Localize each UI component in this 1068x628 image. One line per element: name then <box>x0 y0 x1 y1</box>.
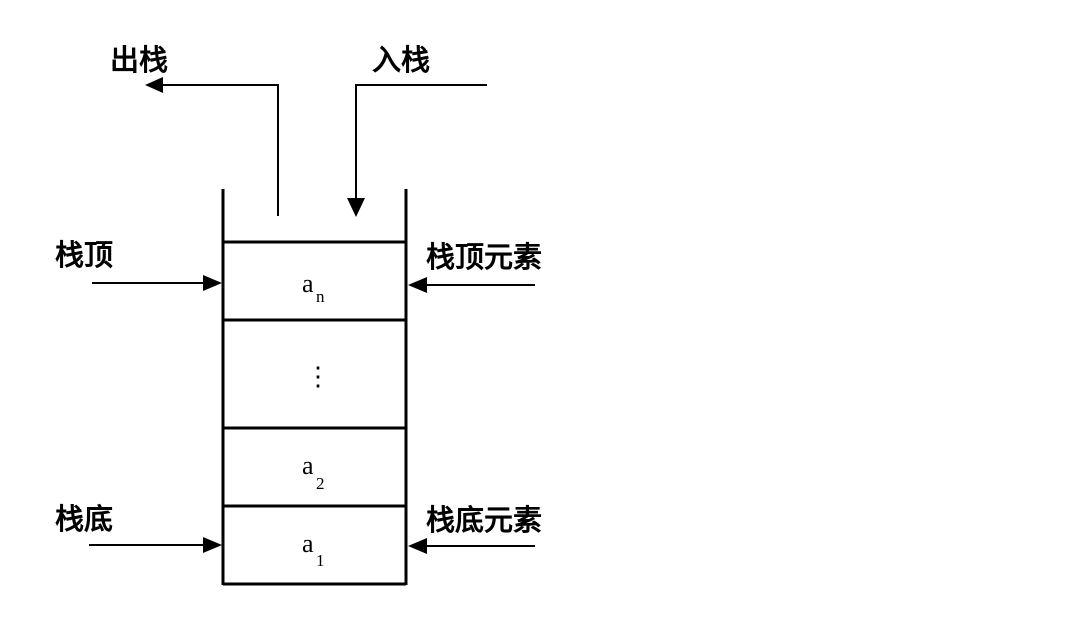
push-arrowhead-icon <box>347 198 365 217</box>
push-label: 入栈 <box>372 43 430 77</box>
pop-label: 出栈 <box>110 43 168 77</box>
top-label: 栈顶 <box>55 238 113 272</box>
cell-a1-sub: 1 <box>316 551 325 570</box>
pop-arrowhead-icon <box>145 77 163 93</box>
bottom-label: 栈底 <box>55 502 113 536</box>
cell-a2-main: a <box>302 451 314 480</box>
push-arrow <box>347 84 487 217</box>
cell-ellipsis: ⋮ <box>305 362 331 391</box>
pop-arrow-line <box>160 84 279 216</box>
bottom-element-arrowhead-icon <box>408 538 427 554</box>
cell-a2: a 2 <box>302 451 325 493</box>
top-element-arrowhead-icon <box>408 277 427 293</box>
cell-a1: a 1 <box>302 529 325 570</box>
push-arrow-line <box>355 84 487 200</box>
cell-an: a n <box>302 269 325 306</box>
cell-an-main: a <box>302 269 314 298</box>
cell-an-sub: n <box>316 287 325 306</box>
bottom-element-arrow <box>408 538 535 554</box>
cell-ellipsis-main: ⋮ <box>305 362 331 391</box>
bottom-pointer-arrowhead-icon <box>203 537 222 553</box>
top-pointer-arrowhead-icon <box>203 275 222 291</box>
cell-a2-sub: 2 <box>316 474 325 493</box>
cell-a1-main: a <box>302 529 314 558</box>
pop-arrow <box>145 77 279 216</box>
top-element-arrow <box>408 277 535 293</box>
bottom-pointer-arrow <box>89 537 222 553</box>
top-pointer-arrow <box>92 275 222 291</box>
bottom-element-label: 栈底元素 <box>426 503 542 537</box>
top-element-label: 栈顶元素 <box>426 240 542 274</box>
